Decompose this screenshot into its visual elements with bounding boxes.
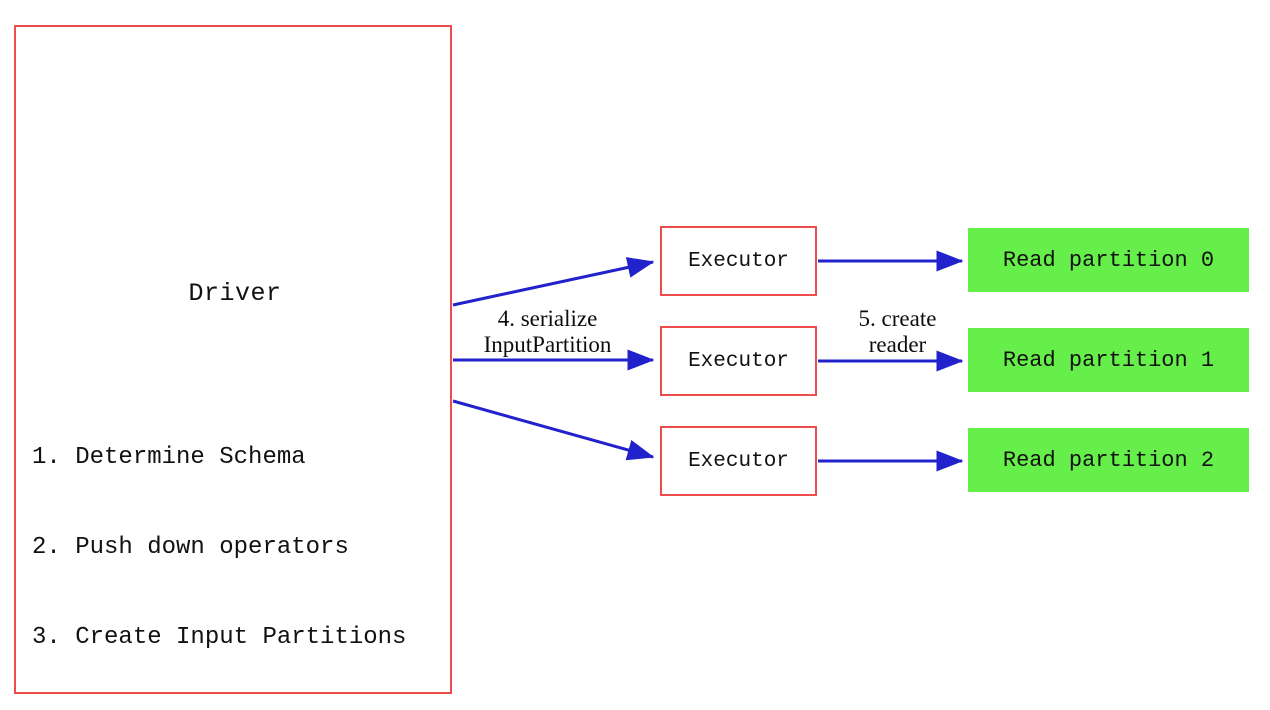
edge-label-create-reader-line-1: 5. create — [858, 306, 937, 331]
driver-title: Driver — [188, 279, 282, 308]
edge-label-serialize-input-partition: 4. serialize InputPartition — [455, 306, 640, 358]
edge-label-serialize-line-1: 4. serialize — [497, 306, 598, 331]
edge-label-create-reader: 5. create reader — [830, 306, 965, 358]
driver-box: Driver 1. Determine Schema 2. Push down … — [14, 25, 452, 694]
partition-label-0: Read partition 0 — [1002, 247, 1215, 273]
edge-label-create-reader-line-2: reader — [868, 332, 927, 357]
executor-label-0: Executor — [688, 249, 789, 273]
driver-step-3: 3. Create Input Partitions — [32, 624, 407, 651]
executor-label-1: Executor — [688, 349, 789, 373]
executor-box-2: Executor — [660, 426, 817, 496]
executor-box-0: Executor — [660, 226, 817, 296]
driver-step-2: 2. Push down operators — [32, 534, 349, 561]
edge-label-serialize-line-2: InputPartition — [483, 332, 612, 357]
partition-box-1: Read partition 1 — [968, 328, 1249, 392]
partition-box-0: Read partition 0 — [968, 228, 1249, 292]
arrow-driver-to-executor-2 — [452, 399, 655, 461]
partition-label-1: Read partition 1 — [1002, 347, 1215, 373]
driver-steps-list: 1. Determine Schema 2. Push down operato… — [32, 383, 452, 710]
partition-label-2: Read partition 2 — [1002, 447, 1215, 473]
partition-box-2: Read partition 2 — [968, 428, 1249, 492]
executor-label-2: Executor — [688, 449, 789, 473]
arrow-driver-to-executor-0 — [452, 257, 655, 307]
driver-step-1: 1. Determine Schema — [32, 444, 306, 471]
executor-box-1: Executor — [660, 326, 817, 396]
